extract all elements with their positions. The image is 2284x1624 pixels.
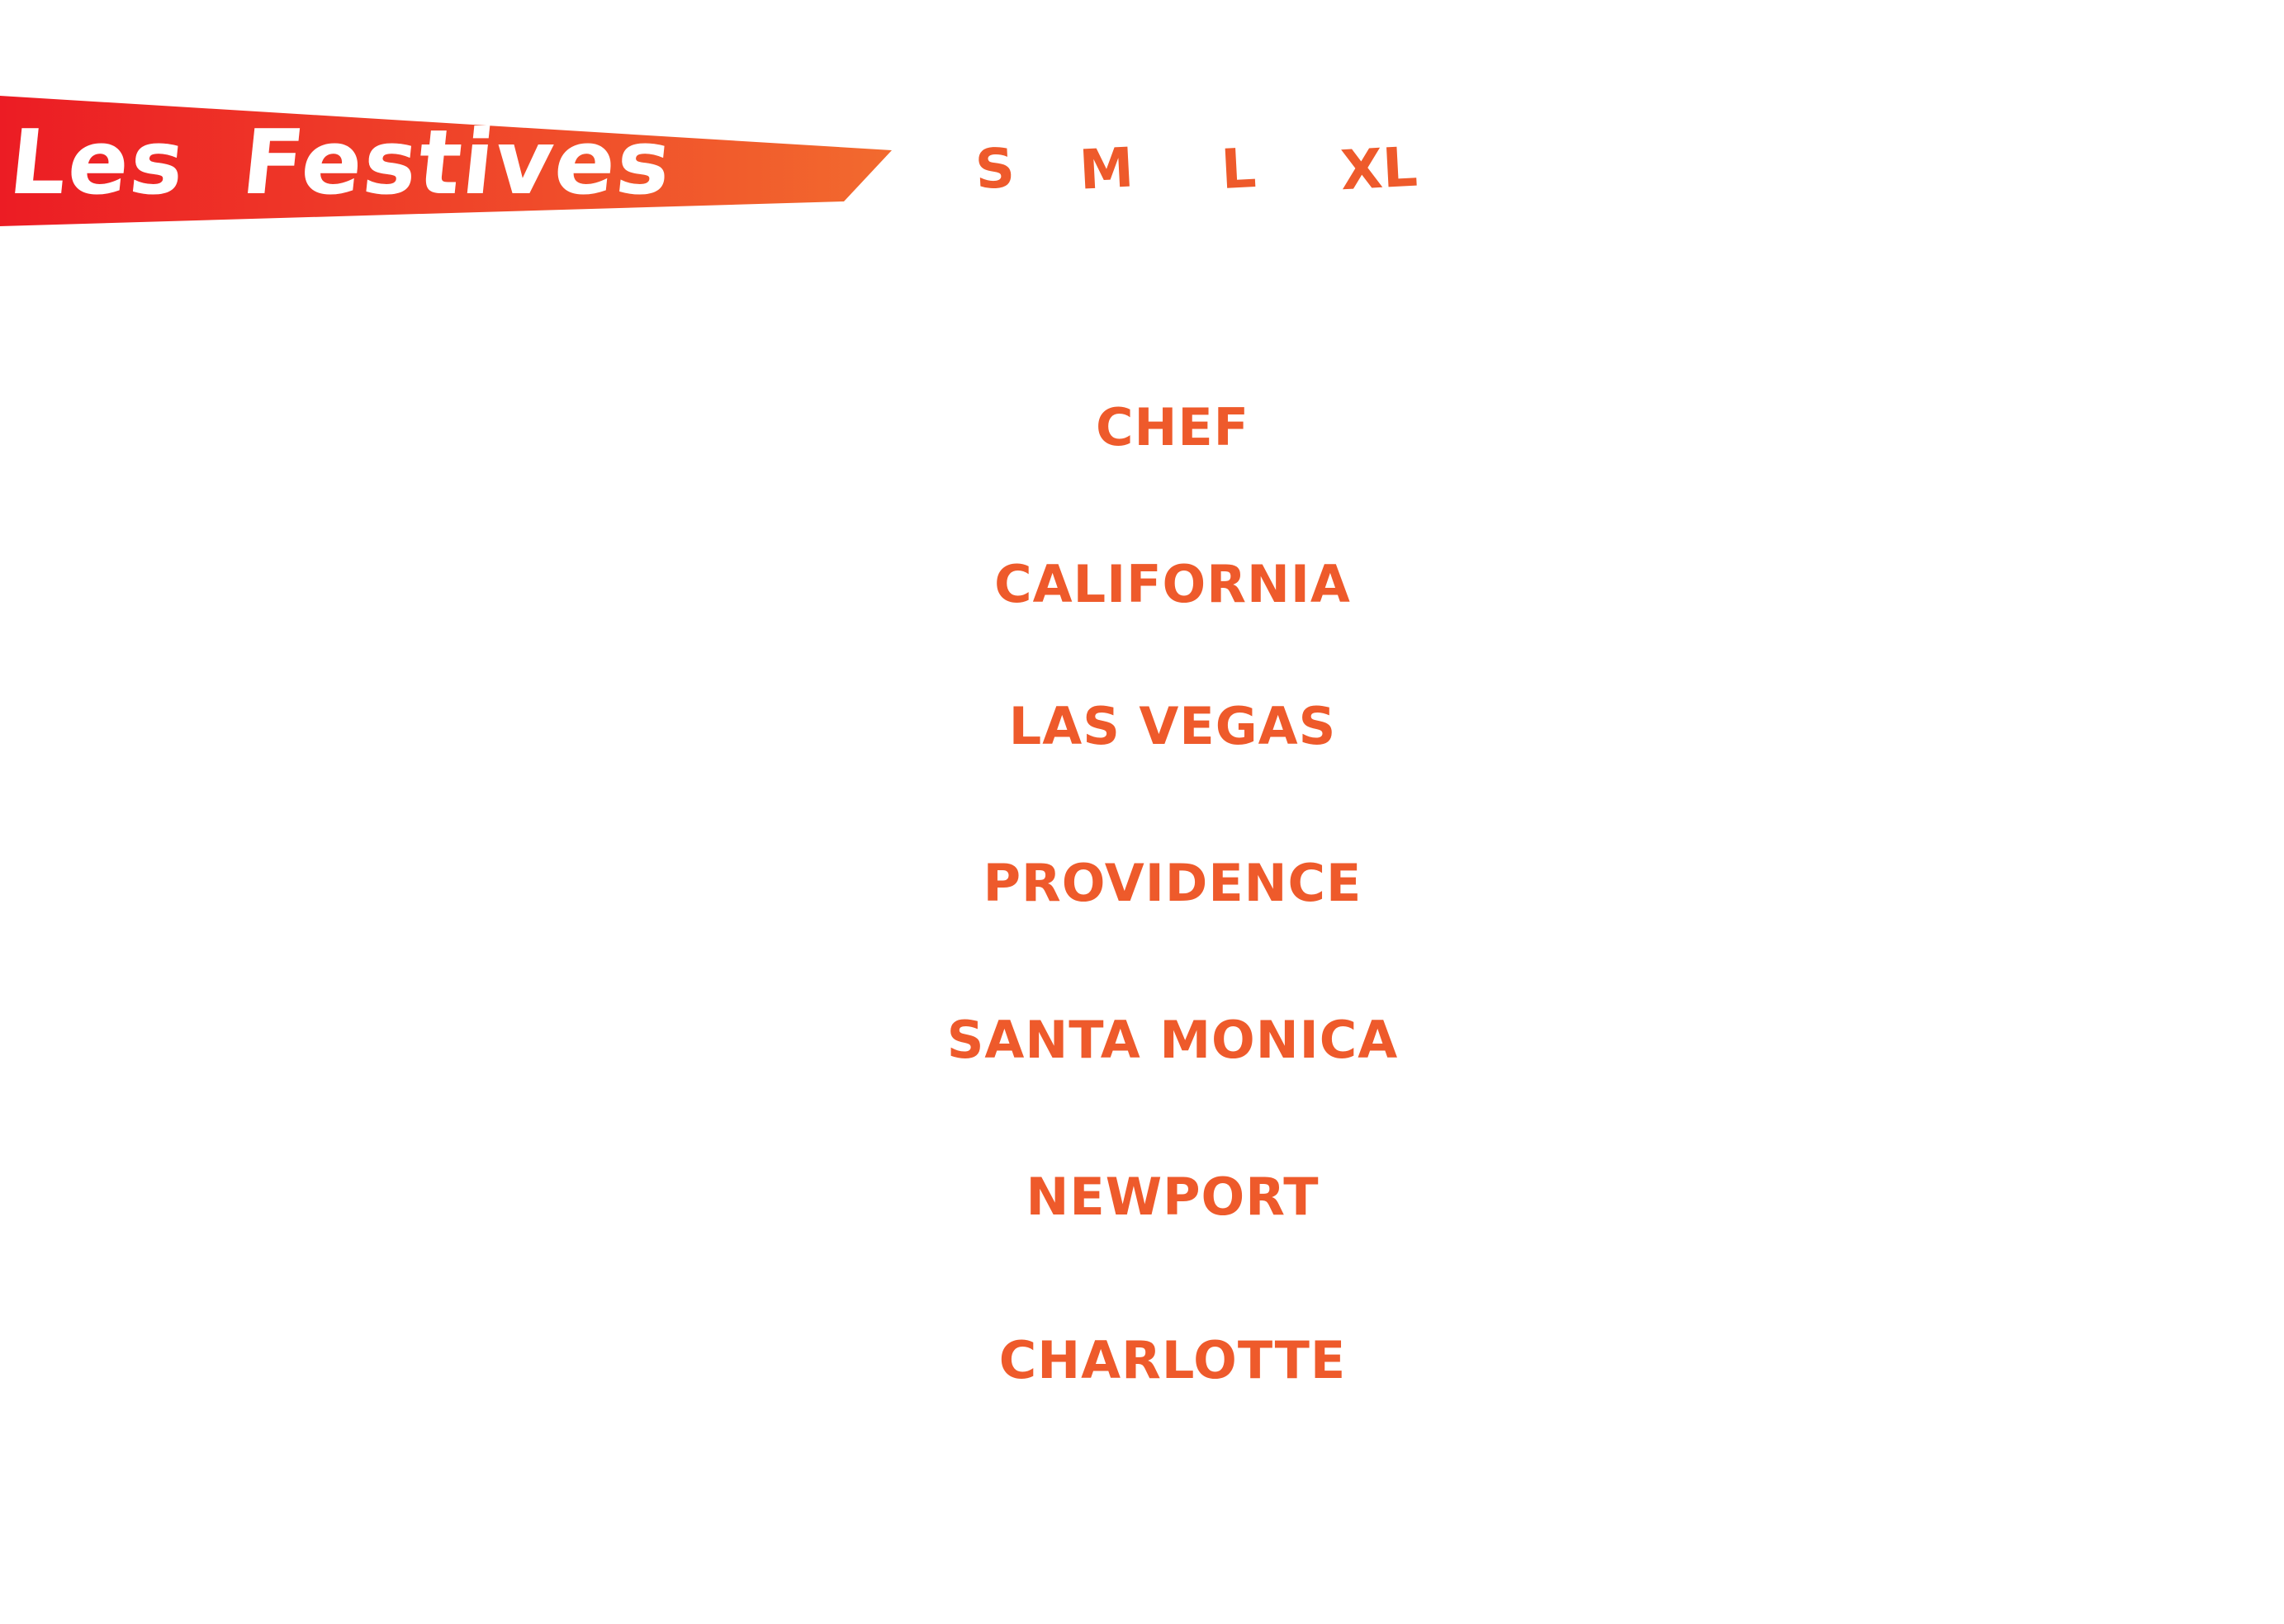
menu-item-las-vegas: LAS VEGAS (1008, 696, 1337, 756)
menu-list: CHEF CALIFORNIA LAS VEGAS PROVIDENCE SAN… (908, 0, 1437, 1624)
menu-item-newport: NEWPORT (1026, 1167, 1320, 1227)
banner-shape (0, 96, 892, 226)
title-banner: Les Festives (0, 0, 908, 239)
menu-item-providence: PROVIDENCE (983, 853, 1362, 913)
menu-item-charlotte: CHARLOTTE (998, 1330, 1347, 1390)
menu-item-santa-monica: SANTA MONICA (946, 1010, 1399, 1070)
page-title: Les Festives (4, 111, 678, 215)
menu-item-california: CALIFORNIA (994, 554, 1351, 614)
menu-item-chef: CHEF (1095, 397, 1250, 457)
